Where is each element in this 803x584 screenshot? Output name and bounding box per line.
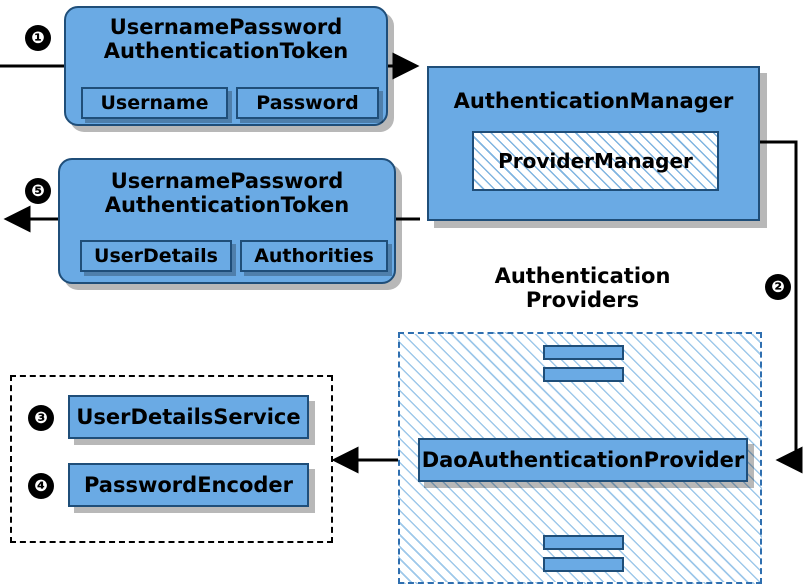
request-token-title: UsernamePassword AuthenticationToken — [66, 15, 386, 63]
authentication-manager-box: AuthenticationManager ProviderManager — [427, 66, 760, 221]
dao-authentication-provider-label: DaoAuthenticationProvider — [421, 448, 745, 472]
response-token-userdetails-field: UserDetails — [80, 240, 232, 272]
response-token-title: UsernamePassword AuthenticationToken — [60, 169, 394, 217]
dao-authentication-provider-box: DaoAuthenticationProvider — [418, 438, 748, 482]
authentication-providers-label-line2: Providers — [525, 287, 640, 312]
request-token-username-field: Username — [81, 87, 228, 119]
services-container — [10, 375, 333, 543]
user-details-service-box: UserDetailsService — [68, 395, 309, 439]
step-badge-4: ❹ — [28, 473, 54, 499]
authentication-manager-title: AuthenticationManager — [453, 89, 734, 113]
user-details-service-label: UserDetailsService — [76, 405, 301, 429]
arrow-manager-to-provider — [760, 140, 803, 474]
step-badge-2: ❷ — [765, 274, 791, 300]
step-badge-1: ❶ — [25, 25, 51, 51]
password-encoder-label: PasswordEncoder — [83, 473, 293, 497]
provider-manager-box: ProviderManager — [472, 131, 719, 191]
response-token-box: UsernamePassword AuthenticationToken Use… — [58, 158, 396, 284]
step-badge-3: ❸ — [28, 405, 54, 431]
request-token-password-field: Password — [236, 87, 379, 119]
provider-stub-top-1 — [543, 345, 624, 360]
authentication-providers-label-line1: Authentication — [494, 264, 671, 288]
response-token-authorities-field: Authorities — [240, 240, 388, 272]
authentication-providers-label: Authentication Providers — [470, 264, 695, 312]
request-token-title-line1: UsernamePassword — [109, 15, 343, 39]
response-token-title-line2: AuthenticationToken — [104, 192, 350, 217]
provider-stub-top-2 — [543, 367, 624, 382]
response-token-title-line1: UsernamePassword — [110, 169, 344, 193]
provider-manager-label: ProviderManager — [498, 149, 693, 173]
step-badge-5: ❺ — [25, 178, 51, 204]
request-token-title-line2: AuthenticationToken — [103, 38, 349, 63]
password-encoder-box: PasswordEncoder — [68, 463, 309, 507]
request-token-box: UsernamePassword AuthenticationToken Use… — [64, 6, 388, 126]
provider-stub-bottom-1 — [543, 535, 624, 550]
provider-stub-bottom-2 — [543, 557, 624, 572]
